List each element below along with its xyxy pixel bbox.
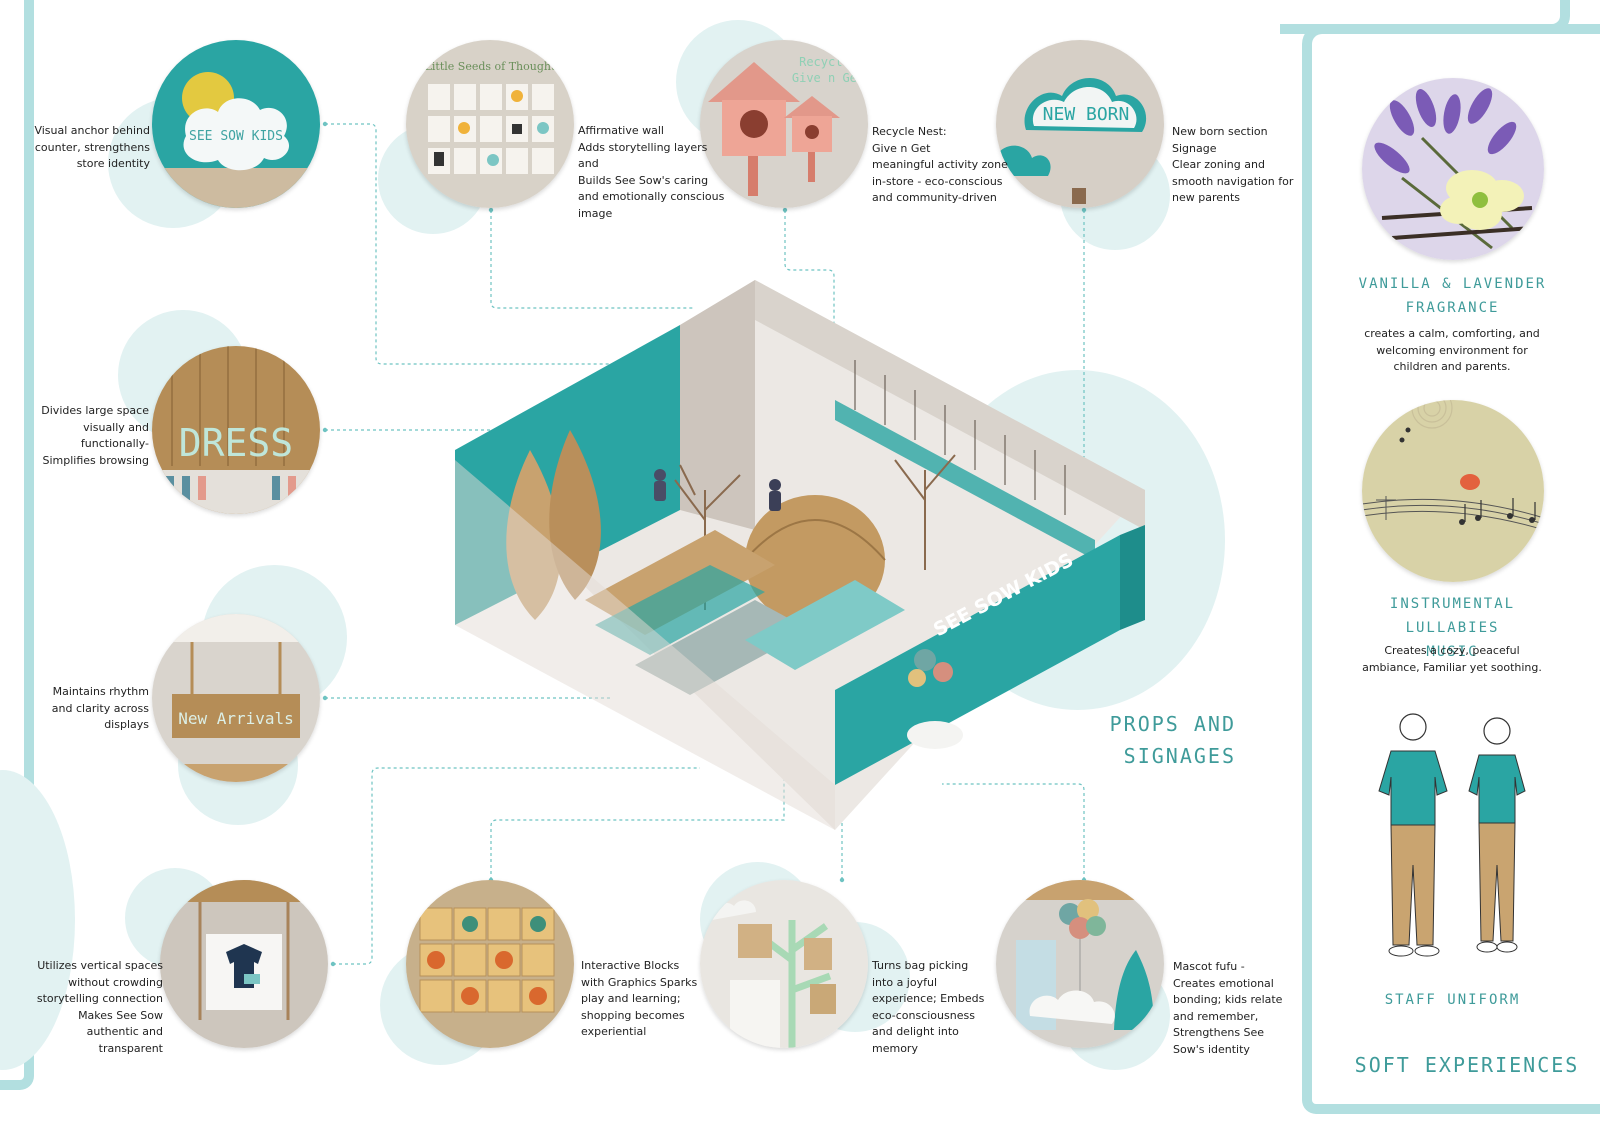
caption-vertical-display: Utilizes vertical spaces without crowdin…	[36, 959, 163, 1055]
caption-recycle-nest: Recycle Nest: Give n Get meaningful acti…	[872, 125, 1008, 204]
interactive-blocks-image	[406, 880, 574, 1048]
soft-experiences-title: SOFT EXPERIENCES	[1354, 1053, 1580, 1077]
affirmative-wall-sign-text: Little Seeds of Thought	[425, 60, 556, 73]
recycle-nest-image: Recycle Give n Get	[700, 40, 868, 208]
recycle-nest-sign-text: Recycle Give n Get	[792, 55, 864, 85]
lullaby-music-image	[1362, 400, 1544, 582]
see-sow-kids-signage-image: SEE SOW KIDS	[152, 40, 320, 208]
caption-dress: Divides large space visually and functio…	[41, 404, 149, 467]
store-isometric-render: SEE SOW KIDS	[455, 280, 1145, 830]
new-born-sign-text: NEW BORN	[1043, 104, 1130, 125]
new-born-signage-image: NEW BORN	[996, 40, 1164, 208]
music-description: Creates a cozy, peaceful ambiance, Famil…	[1362, 644, 1542, 674]
staff-uniform-title: STAFF UNIFORM	[1384, 992, 1521, 1008]
top-right-frame	[1280, 0, 1570, 34]
vertical-display-image	[160, 880, 328, 1048]
bag-picking-tree-image	[700, 880, 868, 1048]
fragrance-title-line1: VANILLA & LAVENDER	[1358, 276, 1547, 292]
dress-sign-text: DRESS	[179, 421, 293, 465]
recycle-sign-line: Recycle	[799, 55, 850, 69]
fragrance-title: VANILLA & LAVENDER FRAGRANCE	[1350, 272, 1555, 320]
music-title: INSTRUMENTAL LULLABIES MUSIC	[1350, 592, 1555, 664]
staff-uniform-illustration	[1378, 713, 1526, 957]
dress-signage-image: DRESS	[152, 346, 320, 514]
give-n-get-sign-line: Give n Get	[792, 71, 864, 85]
mascot-fufu-image	[996, 880, 1164, 1048]
fragrance-description: creates a calm, comforting, and welcomin…	[1364, 327, 1540, 373]
caption-see-sow-kids: Visual anchor behind counter, strengthen…	[34, 124, 150, 170]
new-arrivals-signage-image: New Arrivals	[152, 614, 320, 782]
props-and-signages-title: PROPS AND SIGNAGES	[1108, 708, 1236, 772]
props-title-line2: SIGNAGES	[1123, 744, 1236, 768]
new-arrivals-sign-text: New Arrivals	[178, 709, 294, 728]
fragrance-title-line2: FRAGRANCE	[1405, 300, 1500, 316]
see-sow-kids-sign-text: SEE SOW KIDS	[189, 129, 283, 144]
lavender-orchid-image	[1362, 78, 1544, 260]
music-title-line1: INSTRUMENTAL LULLABIES	[1389, 596, 1516, 636]
props-title-line1: PROPS AND	[1109, 712, 1236, 736]
male-staff-figure	[1378, 713, 1448, 957]
female-staff-figure	[1468, 717, 1526, 953]
caption-interactive-blocks: Interactive Blocks with Graphics Sparks …	[581, 959, 698, 1038]
affirmative-wall-image: Little Seeds of Thought	[406, 40, 574, 208]
music-title-line2: MUSIC	[1426, 644, 1479, 660]
caption-new-arrivals: Maintains rhythm and clarity across disp…	[51, 685, 149, 731]
caption-affirmative-wall: Affirmative wall Adds storytelling layer…	[578, 124, 725, 220]
caption-mascot-fufu: Mascot fufu - Creates emotional bonding;…	[1173, 960, 1283, 1056]
left-frame-border	[0, 0, 34, 1090]
caption-new-born: New born section Signage Clear zoning an…	[1172, 125, 1294, 204]
caption-bag-picking: Turns bag picking into a joyful experien…	[872, 959, 985, 1055]
